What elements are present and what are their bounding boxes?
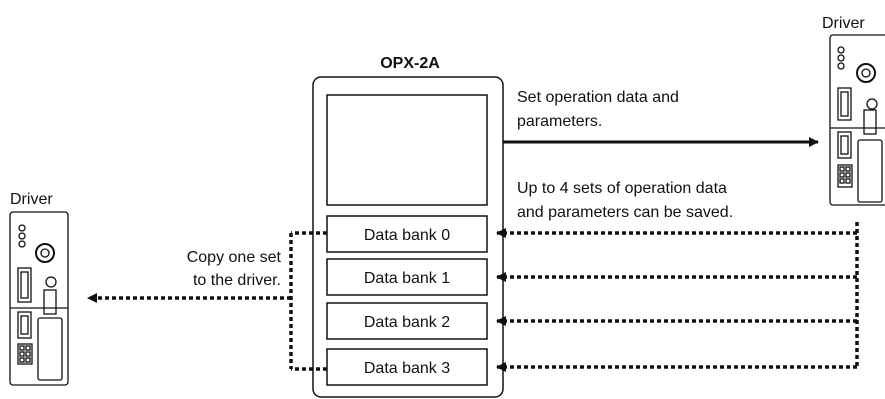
operator-title: OPX-2A <box>380 55 440 72</box>
save-text-line1: Up to 4 sets of operation data <box>517 180 727 197</box>
data-bank-3: Data bank 3 <box>326 348 488 386</box>
data-bank-2: Data bank 2 <box>326 302 488 340</box>
set-text-line2: parameters. <box>517 113 602 130</box>
data-bank-label: Data bank 2 <box>364 314 450 331</box>
left-driver-label: Driver <box>10 191 53 208</box>
copy-text-line1: Copy one set <box>187 249 282 266</box>
operator-display <box>326 94 488 206</box>
save-text-line2: and parameters can be saved. <box>517 204 733 221</box>
data-bank-label: Data bank 0 <box>364 227 450 244</box>
copy-connectors <box>87 231 327 371</box>
data-bank-label: Data bank 1 <box>364 270 450 287</box>
right-driver-icon <box>829 34 885 206</box>
data-bank-0: Data bank 0 <box>326 215 488 253</box>
left-driver-icon <box>9 211 69 386</box>
data-bank-label: Data bank 3 <box>364 360 450 377</box>
copy-text-line2: to the driver. <box>193 272 281 289</box>
save-connectors <box>496 222 859 372</box>
right-driver-label: Driver <box>822 15 865 32</box>
set-text-line1: Set operation data and <box>517 89 679 106</box>
data-bank-1: Data bank 1 <box>326 258 488 296</box>
